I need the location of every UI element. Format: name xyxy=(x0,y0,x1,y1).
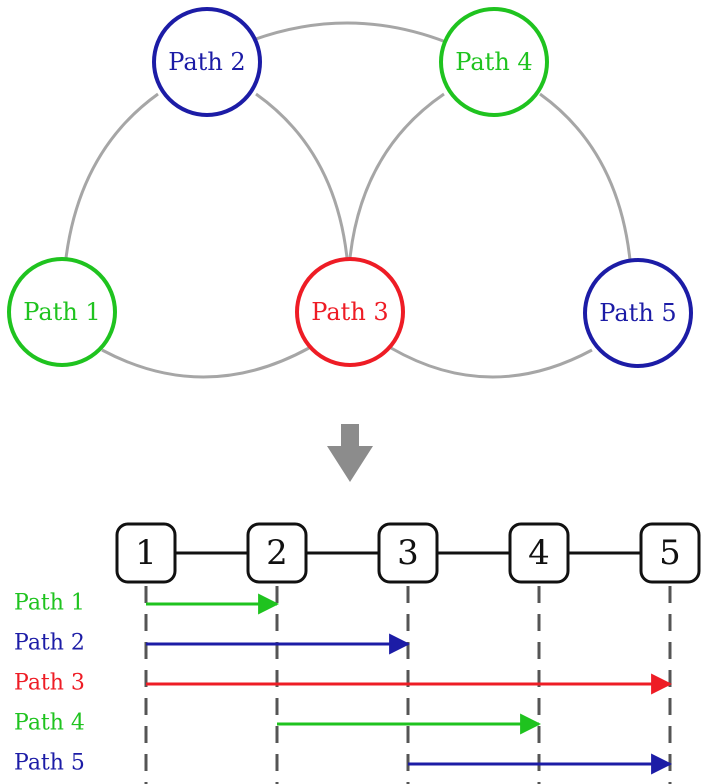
station-box xyxy=(639,522,701,584)
edge-p2-p4 xyxy=(252,21,447,44)
station-label: 4 xyxy=(528,533,550,573)
node-circle xyxy=(439,7,549,117)
node-circle xyxy=(295,257,405,367)
station-5: 5 xyxy=(639,522,701,584)
row-label: Path 2 xyxy=(14,631,85,656)
row-label: Path 3 xyxy=(14,671,85,696)
path-row-4: Path 4 xyxy=(14,711,542,736)
edge-p2-p1 xyxy=(64,92,159,259)
station-box xyxy=(246,522,308,584)
edge-p3-p5 xyxy=(390,346,593,379)
station-4: 4 xyxy=(508,522,570,584)
node-path-3: Path 3 xyxy=(295,257,405,367)
node-circle xyxy=(152,7,262,117)
node-label: Path 3 xyxy=(311,298,388,326)
node-path-5: Path 5 xyxy=(583,258,693,368)
edge-p1-p3 xyxy=(101,346,310,379)
node-label: Path 4 xyxy=(455,48,532,76)
station-box xyxy=(115,522,177,584)
station-label: 1 xyxy=(135,533,157,573)
station-label: 3 xyxy=(397,533,419,573)
station-1: 1 xyxy=(115,522,177,584)
path-row-5: Path 5 xyxy=(14,751,673,776)
path-row-2: Path 2 xyxy=(14,631,411,656)
node-label: Path 2 xyxy=(168,48,245,76)
station-label: 2 xyxy=(266,533,288,573)
node-circle xyxy=(583,258,693,368)
node-label: Path 1 xyxy=(23,298,100,326)
node-path-1: Path 1 xyxy=(7,257,117,367)
station-label: 5 xyxy=(659,533,681,573)
station-box xyxy=(508,522,570,584)
path-row-1: Path 1 xyxy=(14,591,280,616)
row-label: Path 1 xyxy=(14,591,85,616)
graph-edges xyxy=(64,21,632,379)
station-2: 2 xyxy=(246,522,308,584)
station-3: 3 xyxy=(377,522,439,584)
edge-p4-p3 xyxy=(348,92,445,259)
row-label: Path 5 xyxy=(14,751,85,776)
edge-p4-p5 xyxy=(539,92,632,261)
node-label: Path 5 xyxy=(599,299,676,327)
node-path-2: Path 2 xyxy=(152,7,262,117)
edge-p2-p3 xyxy=(255,92,349,259)
node-circle xyxy=(7,257,117,367)
path-row-3: Path 3 xyxy=(14,671,673,696)
down-arrow-icon xyxy=(327,424,373,482)
station-box xyxy=(377,522,439,584)
node-path-4: Path 4 xyxy=(439,7,549,117)
row-label: Path 4 xyxy=(14,711,85,736)
